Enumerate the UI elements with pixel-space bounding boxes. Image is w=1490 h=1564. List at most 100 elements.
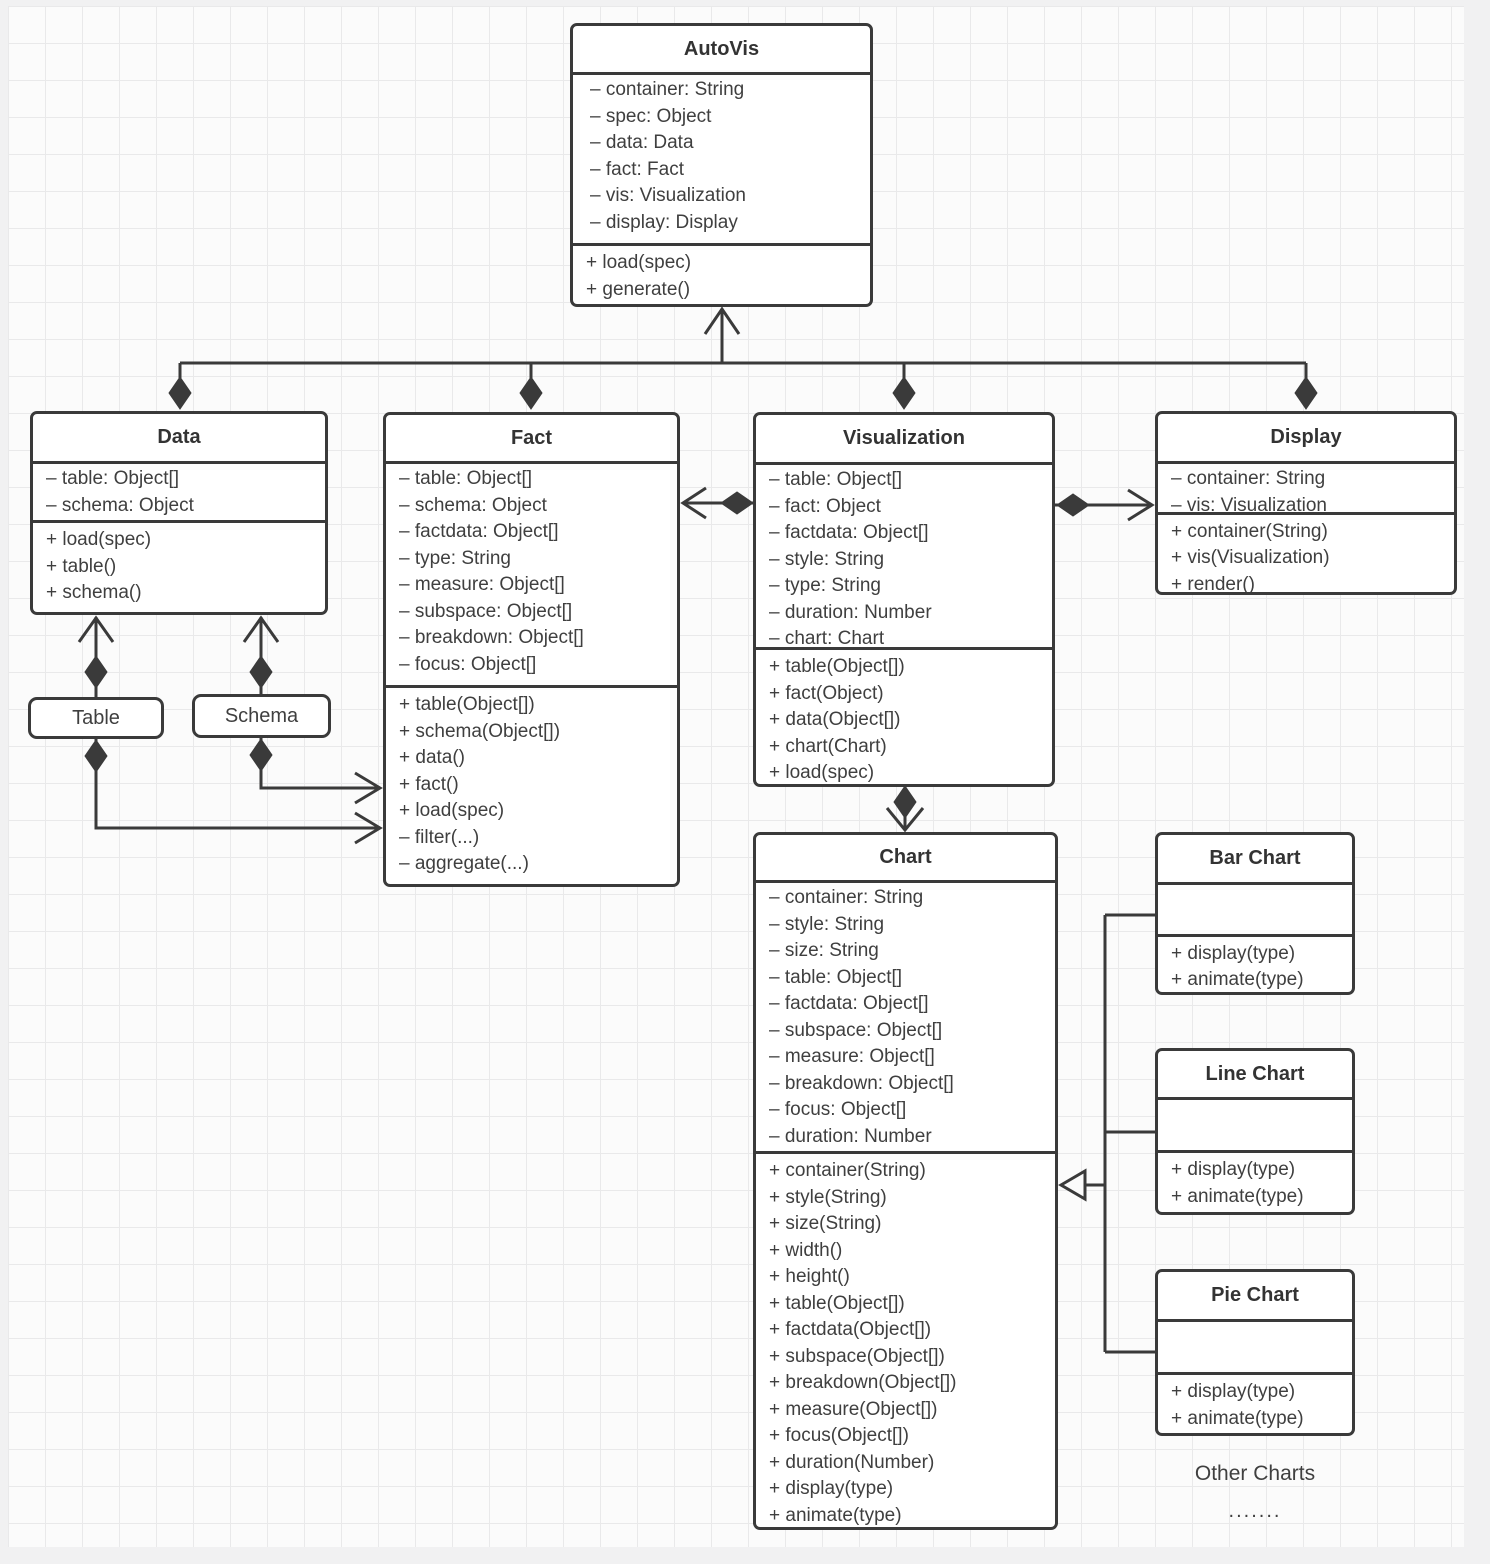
member-line: + style(String) <box>769 1186 887 1208</box>
member-line: + breakdown(Object[]) <box>769 1372 957 1394</box>
member-line: + animate(type) <box>1171 1407 1304 1429</box>
node-schema[interactable]: Schema <box>192 694 331 738</box>
member-line: – type: String <box>769 575 881 596</box>
member-line: + focus(Object[]) <box>769 1425 909 1447</box>
edge-schema-data <box>242 615 280 694</box>
class-visualization-methods: + table(Object[]) + fact(Object) + data(Ob… <box>756 647 1052 784</box>
class-pie-chart-attributes <box>1158 1322 1352 1372</box>
class-display-attributes: – container: String– vis: Visualization <box>1158 464 1454 512</box>
class-fact[interactable]: Fact – table: Object[]– schema: Object– … <box>383 412 680 887</box>
member-line: + size(String) <box>769 1213 882 1235</box>
member-line: + fact(Object) <box>769 682 884 704</box>
edge-autovis-visualization <box>892 363 916 410</box>
class-autovis-methods: + load(spec)+ generate() <box>573 243 870 304</box>
class-data-attributes: – table: Object[]– schema: Object <box>33 464 325 520</box>
member-line: + table(Object[]) <box>769 656 905 678</box>
class-bar-chart-methods: + display(type) + animate(type) <box>1158 933 1352 992</box>
member-line: – vis: Visualization <box>1171 494 1327 512</box>
class-line-chart[interactable]: Line Chart + display(type)+ animate(type… <box>1155 1048 1355 1215</box>
member-line: – table: Object[] <box>769 469 903 490</box>
class-line-chart-title: Line Chart <box>1158 1051 1352 1100</box>
member-line: – table: Object[] <box>769 966 903 988</box>
class-autovis-title: AutoVis <box>573 26 870 75</box>
class-visualization-title: Visualization <box>756 415 1052 465</box>
member-line: + chart(Chart) <box>769 735 887 757</box>
member-line: – size: String <box>769 940 879 961</box>
class-chart-methods: + container(String) + style(String) + size… <box>756 1151 1055 1527</box>
class-pie-chart[interactable]: Pie Chart + display(type)+ animate(type) <box>1155 1269 1355 1436</box>
other-charts-label: Other Charts <box>1194 1462 1316 1485</box>
node-table[interactable]: Table <box>28 697 164 739</box>
class-fact-attributes: – table: Object[]– schema: Object– factd… <box>386 464 677 685</box>
member-line: – subspace: Object[] <box>769 1019 943 1041</box>
member-line: – measure: Object[] <box>769 1046 935 1067</box>
node-table-label: Table <box>72 706 120 729</box>
member-line: + container(String) <box>769 1160 926 1182</box>
member-line: – factdata: Object[] <box>769 522 929 543</box>
class-line-chart-methods: + display(type)+ animate(type) <box>1158 1150 1352 1212</box>
class-data-methods: + load(spec) + table() + schema() <box>33 520 325 612</box>
member-line: + load(spec) <box>769 762 875 784</box>
member-line: + table() <box>46 555 117 577</box>
class-line-chart-attributes <box>1158 1100 1352 1150</box>
member-line: + load(spec) <box>399 800 505 821</box>
member-line: – container: String <box>590 79 745 100</box>
edge-visualization-fact <box>680 486 754 520</box>
member-line: + load(spec) <box>46 529 152 550</box>
member-line: + display(type) <box>769 1478 894 1500</box>
member-line: + table(Object[]) <box>769 1292 905 1314</box>
member-line: + animate(type) <box>769 1504 902 1526</box>
edge-table-data <box>77 615 115 697</box>
edge-chart-subclasses <box>1058 913 1155 1354</box>
member-line: – factdata: Object[] <box>769 993 929 1014</box>
member-line: – focus: Object[] <box>769 1099 907 1120</box>
member-line: – spec: Object <box>590 105 712 127</box>
class-visualization[interactable]: Visualization – table: Object[] – fact: O… <box>753 412 1055 787</box>
other-charts-ellipsis: ....... <box>1228 1500 1282 1522</box>
node-schema-label: Schema <box>224 704 299 727</box>
edge-autovis-trunk <box>180 306 1306 365</box>
member-line: – type: String <box>399 547 511 569</box>
class-fact-methods: + table(Object[])+ schema(Object[])+ dat… <box>386 685 677 884</box>
class-autovis[interactable]: AutoVis – container: String – spec: Objec… <box>570 23 873 307</box>
member-line: + duration(Number) <box>769 1451 935 1473</box>
class-data[interactable]: Data – table: Object[]– schema: Object +… <box>30 411 328 615</box>
class-bar-chart[interactable]: Bar Chart + display(type)+ animate(type) <box>1155 832 1355 995</box>
member-line: – vis: Visualization <box>590 185 746 206</box>
member-line: + display(type) <box>1171 942 1296 964</box>
member-line: + data(Object[]) <box>769 709 901 731</box>
class-chart-title: Chart <box>756 835 1055 883</box>
member-line: + measure(Object[]) <box>769 1398 938 1420</box>
member-line: – measure: Object[] <box>399 574 565 595</box>
edge-table-fact <box>84 739 383 845</box>
member-line: – duration: Number <box>769 1125 932 1147</box>
member-line: + width() <box>769 1239 843 1261</box>
class-pie-chart-methods: + display(type)+ animate(type) <box>1158 1372 1352 1433</box>
edge-visualization-display <box>1055 488 1155 522</box>
member-line: – duration: Number <box>769 601 932 623</box>
edge-autovis-fact <box>519 363 543 410</box>
member-line: + container(String) <box>1171 520 1328 542</box>
class-data-title: Data <box>33 414 325 464</box>
edge-autovis-display <box>1294 363 1318 410</box>
member-line: – factdata: Object[] <box>399 521 559 542</box>
member-line: + load(spec) <box>586 252 692 273</box>
edge-autovis-data <box>168 363 192 410</box>
member-line: – subspace: Object[] <box>399 600 573 622</box>
member-line: + schema() <box>46 582 142 603</box>
member-line: + height() <box>769 1266 850 1288</box>
member-line: – breakdown: Object[] <box>769 1072 954 1094</box>
member-line: + schema(Object[]) <box>399 720 561 742</box>
member-line: + animate(type) <box>1171 969 1304 991</box>
member-line: – style: String <box>769 548 885 570</box>
class-bar-chart-attributes <box>1158 885 1352 934</box>
member-line: + factdata(Object[]) <box>769 1319 932 1341</box>
class-pie-chart-title: Pie Chart <box>1158 1272 1352 1322</box>
edge-schema-fact <box>249 738 383 805</box>
member-line: – fact: Object <box>769 495 881 517</box>
class-visualization-attributes: – table: Object[] – fact: Object – factdat… <box>756 465 1052 647</box>
class-display[interactable]: Display – container: String– vis: Visual… <box>1155 411 1457 595</box>
class-chart[interactable]: Chart – container: String– style: String… <box>753 832 1058 1530</box>
member-line: + fact() <box>399 773 459 795</box>
